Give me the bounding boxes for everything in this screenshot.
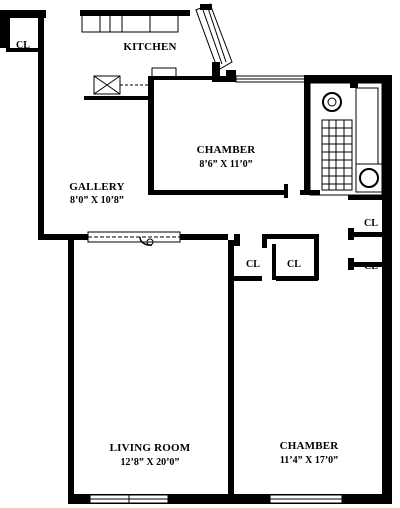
chamber-large-label: CHAMBER <box>280 440 340 452</box>
closet-top-left <box>6 10 44 52</box>
closet-label-center-left: CL <box>246 259 260 270</box>
living-room-label: LIVING ROOM <box>110 442 191 454</box>
living-room-dimensions: 12’8” X 20’0” <box>121 457 180 468</box>
divider-wall <box>228 240 234 502</box>
kitchen-fixtures <box>81 3 233 95</box>
chamber-small-walls <box>148 75 320 198</box>
kitchen-label: KITCHEN <box>123 41 176 53</box>
closet-label-top-left: CL <box>16 40 30 51</box>
bath <box>309 80 383 196</box>
chamber-large-dimensions: 11’4” X 17’0” <box>280 455 338 466</box>
living-entry <box>87 231 181 246</box>
gallery-dimensions: 8’0” X 10’8” <box>70 195 124 206</box>
chamber-small-dimensions: 8’6” X 11’0” <box>199 159 252 170</box>
closet-label-center-right: CL <box>287 259 301 270</box>
right-closets <box>348 195 382 270</box>
bottom-windows <box>89 494 343 504</box>
center-closets <box>234 234 319 281</box>
chamber-small-label: CHAMBER <box>197 144 257 156</box>
window-chamber-top <box>235 75 307 83</box>
closet-label-right-upper: CL <box>364 218 378 229</box>
gallery-label: GALLERY <box>69 181 124 193</box>
closet-label-right-lower: CL <box>364 261 378 272</box>
